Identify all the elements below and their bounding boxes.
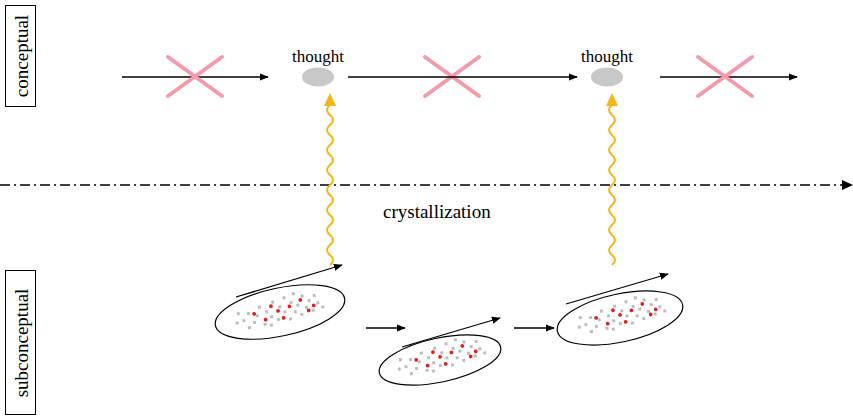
state-arrow [514, 327, 554, 328]
activation-cloud [552, 274, 687, 355]
activation-cloud [210, 265, 349, 349]
divider-arrowhead [842, 180, 853, 190]
wavy-arrow [327, 105, 615, 265]
activation-cloud [375, 318, 505, 394]
thought-label: thought [292, 47, 344, 66]
layer-box: conceptual [5, 5, 36, 107]
layer-label: conceptual [11, 15, 30, 97]
thought-ellipse [288, 67, 348, 87]
wavy-arrowhead [606, 93, 618, 106]
thought-node: thought [288, 46, 348, 87]
layer-box: subconceptual [5, 270, 36, 415]
layer-label: subconceptual [11, 288, 30, 397]
divider-line [0, 184, 843, 185]
flow-arrow [348, 76, 577, 77]
process-label: crystallization [383, 200, 491, 224]
cross-mark [168, 57, 752, 96]
thought-ellipse [577, 67, 637, 87]
thought-ellipse [591, 68, 623, 87]
thought-node: thought [577, 46, 637, 87]
thought-label: thought [581, 47, 633, 66]
state-arrow [366, 327, 405, 328]
thought-ellipse [302, 68, 334, 87]
wavy-arrowhead [324, 93, 336, 106]
